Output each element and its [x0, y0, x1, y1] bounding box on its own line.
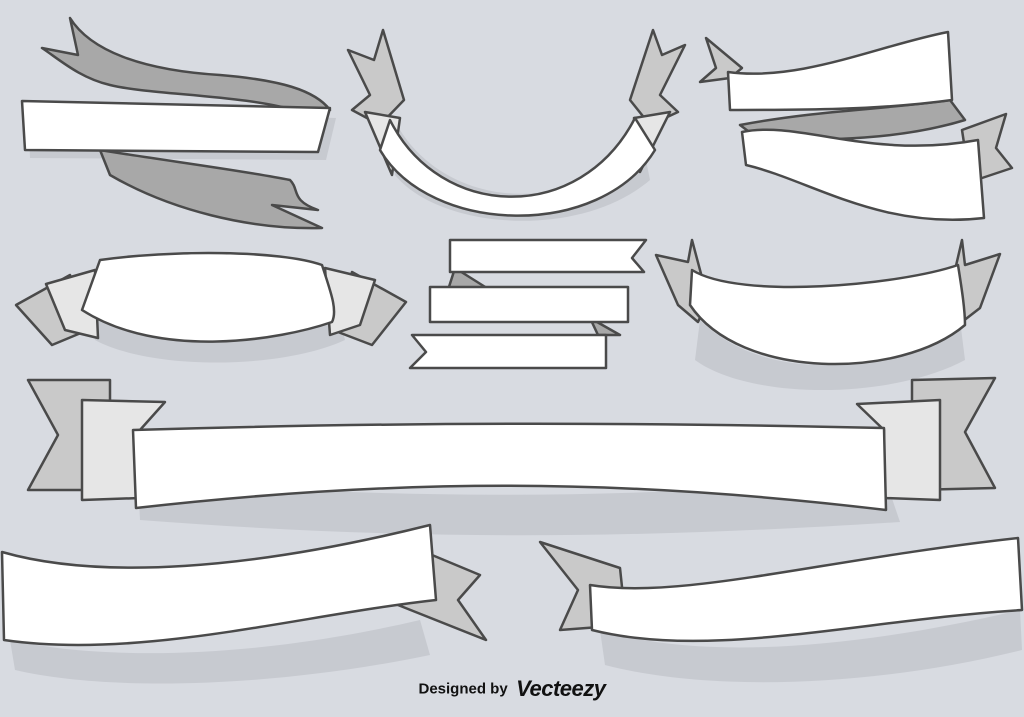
ribbon-straight-flowing-tails	[20, 16, 336, 230]
ribbon-arched-forked	[654, 238, 1002, 390]
ribbon-arched-frown	[14, 251, 408, 363]
ribbon-wavy-right	[538, 536, 1024, 683]
credit-prefix: Designed by	[418, 680, 508, 698]
ribbon-wavy-pair	[698, 30, 1014, 222]
designer-credit: Designed by Vecteezy	[0, 676, 1024, 702]
ribbon-zigzag-stack	[408, 238, 648, 370]
ribbon-wide-banner	[26, 376, 997, 536]
credit-brand-logo: Vecteezy	[516, 676, 606, 701]
ribbon-arched-smile	[346, 28, 687, 221]
ribbon-wavy-left	[0, 523, 488, 684]
